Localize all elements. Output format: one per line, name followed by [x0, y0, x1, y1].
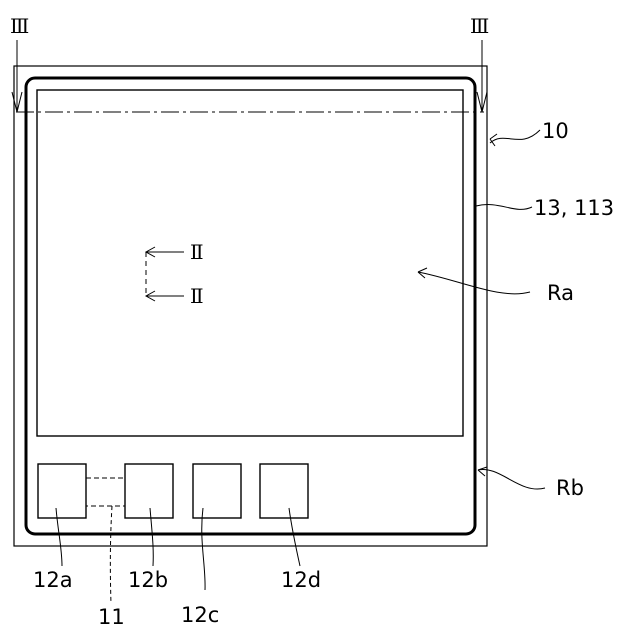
section-mark-iii-right: Ⅲ: [470, 14, 489, 38]
pad-12c: [193, 464, 241, 518]
rounded-frame: [26, 78, 475, 534]
section-mark-ii-upper: Ⅱ: [190, 240, 204, 264]
leader-12c: [202, 508, 205, 590]
pad-12a: [38, 464, 86, 518]
leader-12d: [289, 508, 300, 566]
label-11: 11: [98, 605, 125, 629]
label-ra: Ra: [547, 281, 574, 305]
leader-12b: [150, 508, 153, 566]
label-10: 10: [542, 119, 569, 143]
label-12b: 12b: [128, 568, 168, 592]
outer-substrate: [14, 66, 487, 546]
section-mark-ii-lower: Ⅱ: [190, 284, 204, 308]
leader-10: [490, 130, 540, 143]
pad-12b: [125, 464, 173, 518]
chip-11-outline: [86, 478, 125, 506]
label-12a: 12a: [33, 568, 73, 592]
label-rb: Rb: [556, 476, 584, 500]
leader-rb: [478, 469, 545, 489]
leader-13-113: [476, 205, 532, 210]
pad-12d: [260, 464, 308, 518]
label-12c: 12c: [181, 603, 219, 627]
arrowhead-rb-icon: [478, 467, 487, 476]
region-ra-rect: [37, 90, 463, 436]
leader-12a: [56, 508, 62, 566]
label-12d: 12d: [281, 568, 321, 592]
section-mark-iii-left: Ⅲ: [10, 14, 29, 38]
leader-11: [110, 506, 112, 604]
label-13-113: 13, 113: [534, 196, 614, 220]
